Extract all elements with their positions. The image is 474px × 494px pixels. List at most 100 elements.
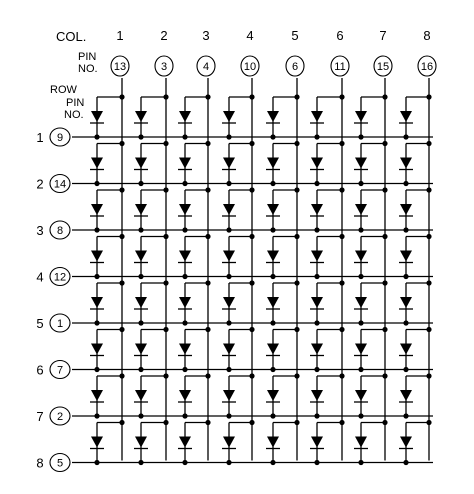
led-r8-c7: [354, 421, 385, 463]
led-r2-c6: [310, 142, 342, 184]
column-header-2: 23: [154, 28, 174, 77]
led-r6-c1: [90, 328, 122, 370]
column-pin-number: 3: [161, 61, 167, 73]
led-r5-c5: [266, 282, 297, 323]
pin-circle: [240, 55, 260, 77]
led-r7-c7: [354, 375, 385, 416]
led-r8-c2: [134, 421, 166, 463]
column-header-4: 4 10: [240, 28, 260, 77]
column-pin-number: 10: [244, 61, 256, 73]
led-r7-c6: [310, 375, 342, 416]
led-r6-c8: [399, 328, 429, 370]
led-r1-c2: [134, 96, 166, 137]
led-r5-c3: [178, 282, 208, 323]
pin-circle: [330, 55, 350, 77]
row-number: 1: [36, 130, 43, 145]
led-r8-c6: [310, 421, 342, 463]
pin-circle: [49, 127, 71, 147]
led-r4-c8: [399, 235, 429, 277]
led-r8-c4: [222, 421, 252, 463]
led-r5-c8: [399, 282, 429, 323]
column-pin-number: 11: [334, 61, 345, 73]
led-r6-c4: [222, 328, 252, 370]
pin-circle: [49, 359, 71, 380]
led-r7-c8: [399, 375, 429, 416]
row-number: 7: [36, 409, 43, 424]
column-pin-number: 16: [421, 61, 433, 73]
column-number: 4: [246, 28, 253, 43]
row-number: 3: [36, 223, 43, 238]
pin-circle: [49, 266, 71, 287]
column-header-8: 8 16: [417, 28, 437, 77]
column-header-3: 34: [196, 28, 216, 77]
led-r5-c4: [222, 282, 252, 323]
led-r3-c1: [90, 189, 122, 230]
row-pin-number: 14: [54, 179, 66, 191]
led-r4-c4: [222, 235, 252, 277]
led-r4-c7: [354, 235, 385, 277]
led-r4-c2: [134, 235, 166, 277]
led-r5-c6: [310, 282, 342, 323]
led-r7-c2: [134, 375, 166, 416]
pin-circle: [110, 55, 130, 77]
pin-circle: [49, 452, 71, 473]
column-number: 7: [379, 28, 386, 43]
row-pin-number: 9: [57, 132, 63, 144]
column-pin-number: 15: [377, 61, 389, 73]
led-r6-c6: [310, 328, 342, 370]
row-header-4: 4 12: [36, 266, 71, 287]
column-number: 1: [116, 28, 123, 43]
led-r3-c5: [266, 189, 297, 230]
led-r5-c2: [134, 282, 166, 323]
column-header-6: 611: [330, 28, 350, 77]
led-r2-c8: [399, 142, 429, 184]
led-r8-c5: [266, 421, 297, 463]
row-pin-label-line1: PIN: [66, 97, 84, 109]
led-r2-c2: [134, 142, 166, 184]
row-pin-number: 1: [57, 318, 63, 330]
led-r1-c8: [399, 96, 429, 137]
led-r4-c3: [178, 235, 208, 277]
led-r1-c1: [90, 96, 122, 137]
row-number: 5: [36, 316, 43, 331]
led-r7-c5: [266, 375, 297, 416]
led-r2-c5: [266, 142, 297, 184]
row-number: 4: [36, 270, 43, 285]
led-r3-c8: [399, 189, 429, 230]
led-r8-c1: [90, 421, 122, 463]
led-r6-c7: [354, 328, 385, 370]
column-number: 3: [202, 28, 209, 43]
led-r2-c3: [178, 142, 208, 184]
pin-circle: [373, 55, 393, 77]
led-r3-c7: [354, 189, 385, 230]
row-pin-number: 8: [57, 225, 63, 237]
led-r8-c3: [178, 421, 208, 463]
row-pin-number: 5: [57, 458, 63, 470]
column-header-1: 113: [110, 28, 130, 77]
column-header-7: 7 15: [373, 28, 393, 77]
column-number: 8: [423, 28, 430, 43]
row-pin-number: 12: [54, 272, 66, 284]
pin-circle: [154, 55, 174, 77]
led-r7-c4: [222, 375, 252, 416]
led-r1-c7: [354, 96, 385, 137]
pin-circle: [196, 55, 216, 77]
led-r3-c4: [222, 189, 252, 230]
led-r6-c2: [134, 328, 166, 370]
led-r7-c1: [90, 375, 122, 416]
led-r1-c5: [266, 96, 297, 137]
row-number: 8: [36, 456, 43, 471]
led-r3-c2: [134, 189, 166, 230]
pin-circle: [285, 55, 305, 77]
led-cells: [90, 96, 429, 463]
